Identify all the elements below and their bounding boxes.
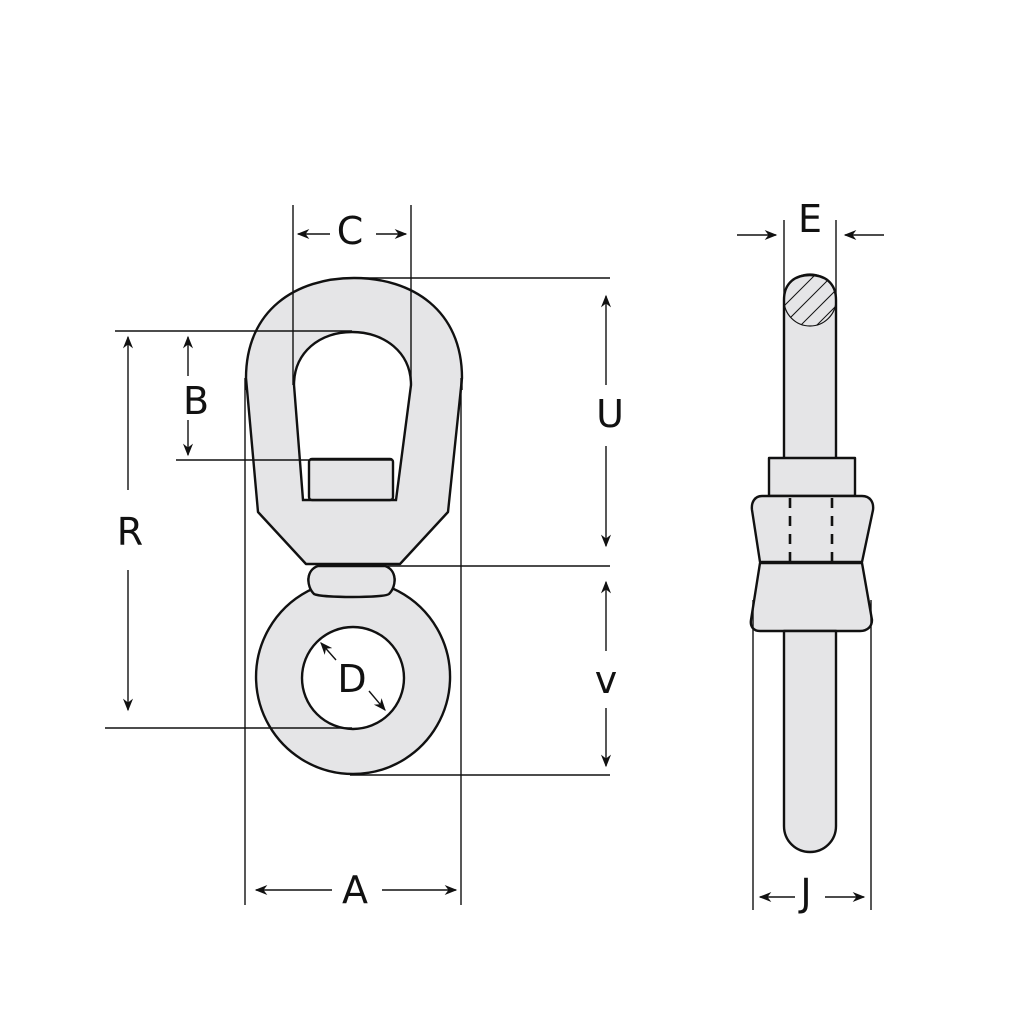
dim-label-D: D <box>337 657 366 701</box>
dim-label-V: v <box>595 658 618 702</box>
dim-label-U: U <box>596 392 624 436</box>
collar <box>767 456 857 498</box>
dim-label-A: A <box>342 868 368 912</box>
front-view: C B R U v D A <box>105 205 624 912</box>
lower-shank <box>782 629 838 854</box>
dim-label-E: E <box>798 197 822 241</box>
dim-label-B: B <box>183 379 209 423</box>
lower-taper <box>749 561 874 633</box>
side-view: E J <box>737 197 884 915</box>
eye-crossbar <box>307 457 395 502</box>
upper-shank <box>782 273 838 462</box>
dim-label-R: R <box>117 510 143 554</box>
dim-label-J: J <box>798 871 811 915</box>
upper-taper <box>750 494 875 564</box>
dim-label-C: C <box>337 209 364 253</box>
swivel-neck-overlay <box>307 564 396 599</box>
